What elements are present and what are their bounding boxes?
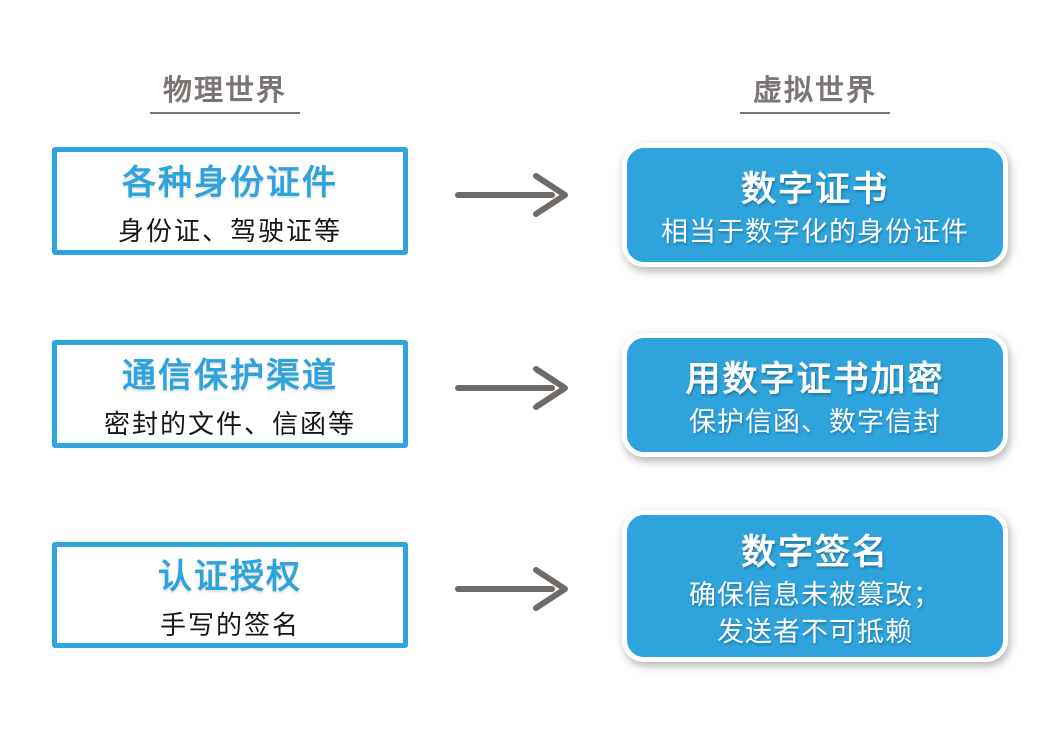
physical-box-communication-channel: 通信保护渠道 密封的文件、信函等: [52, 340, 408, 448]
virtual-world-header: 虚拟世界: [740, 76, 890, 114]
physical-box-subtitle: 身份证、驾驶证等: [117, 215, 342, 246]
physical-box-title: 各种身份证件: [122, 163, 338, 202]
physical-box-title: 通信保护渠道: [122, 356, 338, 395]
physical-box-identity-documents: 各种身份证件 身份证、驾驶证等: [52, 147, 408, 255]
virtual-box-certificate-encryption: 用数字证书加密 保护信函、数字信封: [622, 333, 1008, 457]
virtual-box-subtitle-line1: 确保信息未被篡改；: [689, 579, 941, 610]
right-arrow-icon: [455, 366, 568, 410]
virtual-box-digital-certificate: 数字证书 相当于数字化的身份证件: [622, 143, 1008, 267]
right-arrow-icon: [455, 173, 568, 217]
physical-box-subtitle: 手写的签名: [159, 609, 300, 640]
physical-box-authentication: 认证授权 手写的签名: [52, 542, 408, 648]
virtual-box-digital-signature: 数字签名 确保信息未被篡改； 发送者不可抵赖: [622, 510, 1008, 662]
virtual-box-subtitle: 保护信函、数字信封: [689, 407, 941, 438]
virtual-box-title: 用数字证书加密: [685, 360, 945, 400]
physical-world-header: 物理世界: [150, 76, 300, 114]
right-arrow-icon: [455, 567, 568, 611]
physical-box-title: 认证授权: [158, 557, 302, 596]
physical-box-subtitle: 密封的文件、信函等: [103, 408, 356, 439]
virtual-box-title: 数字签名: [740, 532, 889, 572]
virtual-box-title: 数字证书: [740, 170, 889, 210]
virtual-box-subtitle: 相当于数字化的身份证件: [661, 217, 969, 248]
virtual-box-subtitle-line2: 发送者不可抵赖: [717, 616, 913, 647]
